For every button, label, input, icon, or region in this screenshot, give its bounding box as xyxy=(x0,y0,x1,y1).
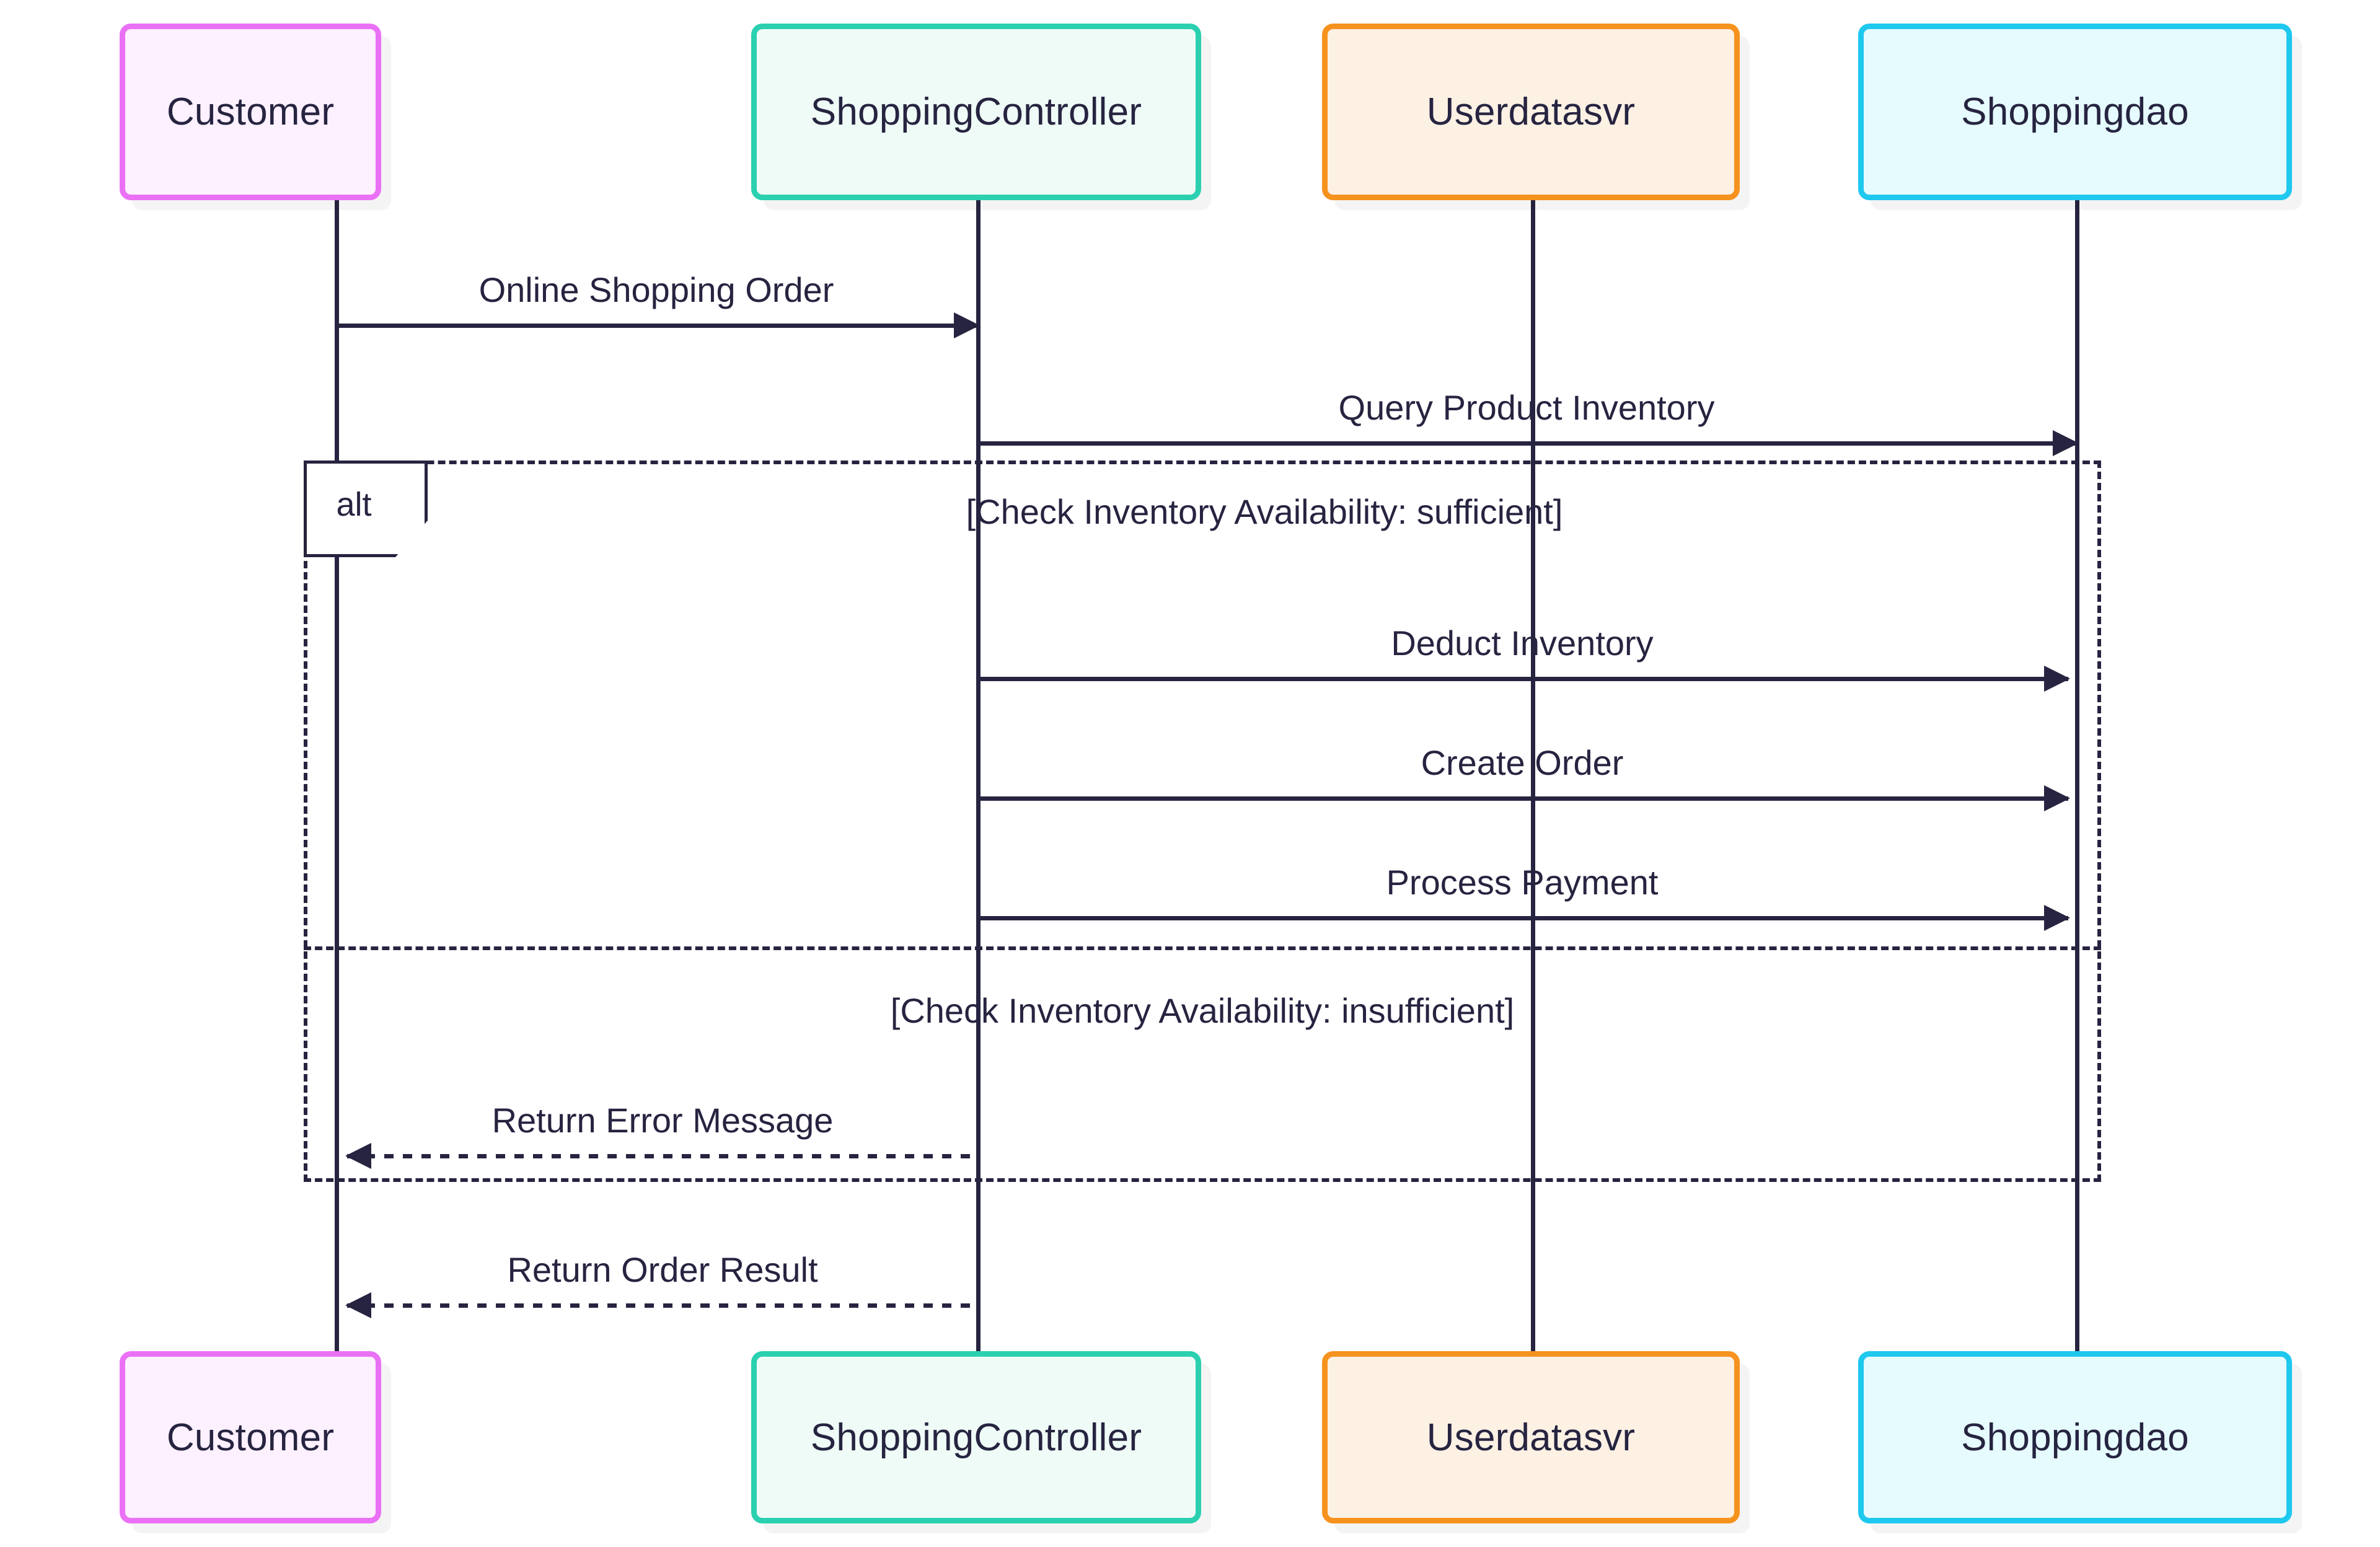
arrowhead-right-icon xyxy=(2044,785,2070,811)
message-label: Online Shopping Order xyxy=(478,270,834,309)
participant-top-customer[interactable]: Customer xyxy=(120,24,381,200)
participant-bottom-shoppingdao[interactable]: Shoppingdao xyxy=(1858,1351,2292,1523)
message-line xyxy=(347,1154,978,1158)
participant-label: Customer xyxy=(166,1416,335,1459)
message-label: Return Order Result xyxy=(507,1250,818,1289)
alt-condition-sufficient: [Check Inventory Availability: sufficien… xyxy=(966,492,1563,531)
message-line xyxy=(976,916,2068,920)
message-line xyxy=(347,1303,978,1308)
message-label: Return Error Message xyxy=(491,1101,834,1140)
participant-bottom-customer[interactable]: Customer xyxy=(120,1351,381,1523)
participant-top-shoppingdao[interactable]: Shoppingdao xyxy=(1858,24,2292,200)
participant-label: Customer xyxy=(166,90,335,133)
message-label: Create Order xyxy=(1421,743,1624,782)
arrowhead-right-icon xyxy=(2053,430,2079,456)
lifeline-shoppingdao xyxy=(2075,200,2079,1351)
lifeline-userdatasvr xyxy=(1531,200,1535,1351)
message-line xyxy=(976,441,2077,446)
participant-top-userdatasvr[interactable]: Userdatasvr xyxy=(1322,24,1740,200)
message-label: Query Product Inventory xyxy=(1338,388,1715,427)
participant-label: ShoppingController xyxy=(810,1416,1142,1459)
participant-label: Shoppingdao xyxy=(1961,90,2189,133)
alt-fragment-operator-label: alt xyxy=(336,486,372,523)
message-label: Deduct Inventory xyxy=(1391,624,1654,663)
lifeline-customer xyxy=(335,200,339,1351)
participant-label: Userdatasvr xyxy=(1426,1416,1636,1459)
arrowhead-right-icon xyxy=(2044,905,2070,931)
lifeline-shoppingcontroller xyxy=(976,200,981,1351)
alt-fragment-divider xyxy=(304,946,2101,950)
alt-fragment-tag: alt xyxy=(304,461,428,557)
alt-condition-insufficient: [Check Inventory Availability: insuffici… xyxy=(890,991,1515,1030)
participant-label: Shoppingdao xyxy=(1961,1416,2189,1459)
participant-bottom-shoppingcontroller[interactable]: ShoppingController xyxy=(751,1351,1201,1523)
arrowhead-right-icon xyxy=(2044,666,2070,692)
participant-top-shoppingcontroller[interactable]: ShoppingController xyxy=(751,24,1201,200)
message-line xyxy=(976,796,2068,801)
message-line xyxy=(976,677,2068,681)
arrowhead-left-icon xyxy=(345,1143,371,1169)
arrowhead-left-icon xyxy=(345,1292,371,1318)
participant-label: ShoppingController xyxy=(810,90,1142,133)
alt-fragment-frame xyxy=(304,461,2101,1182)
participant-label: Userdatasvr xyxy=(1426,90,1636,133)
participant-bottom-userdatasvr[interactable]: Userdatasvr xyxy=(1322,1351,1740,1523)
message-label: Process Payment xyxy=(1386,863,1659,902)
arrowhead-right-icon xyxy=(954,312,980,338)
message-line xyxy=(335,324,978,328)
